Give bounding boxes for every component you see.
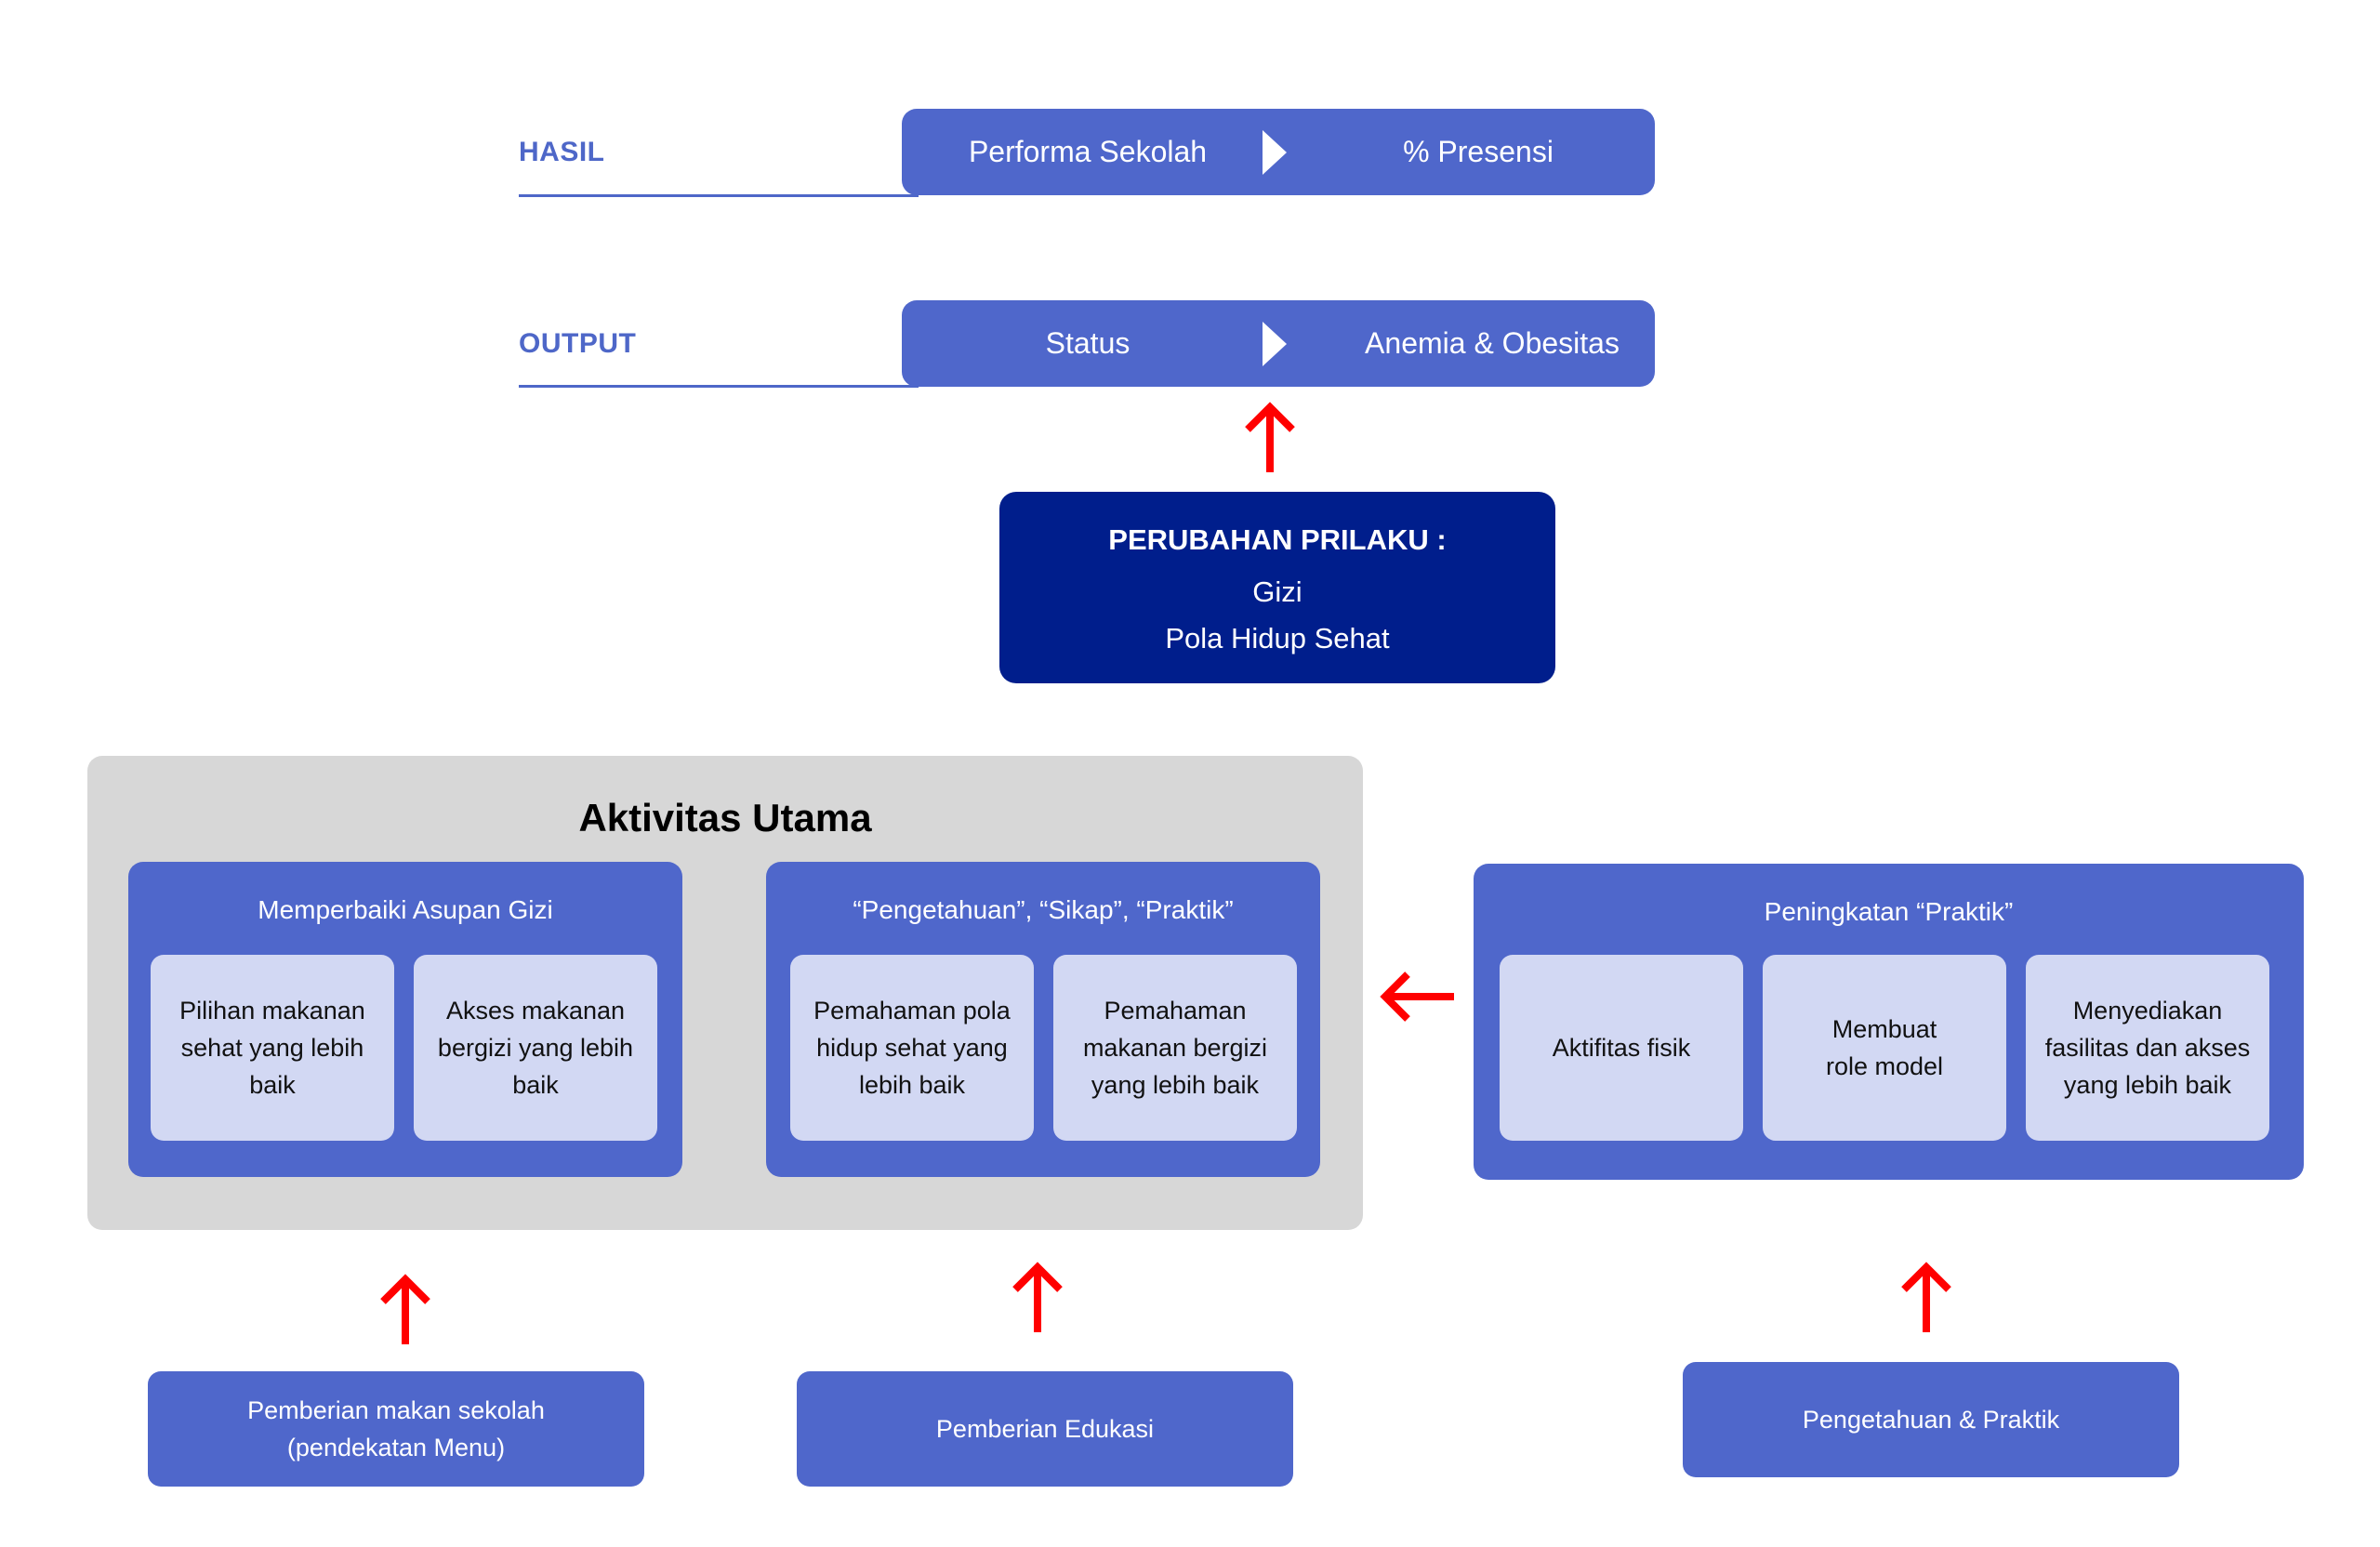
- card-healthy-lifestyle-understanding: Pemahaman pola hidup sehat yang lebih baik: [790, 955, 1034, 1141]
- card-nutritious-food-access: Akses makanan bergizi yang lebih baik: [414, 955, 657, 1141]
- card-text: lebih baik: [858, 1071, 966, 1099]
- chevron-right-icon: [1263, 130, 1287, 175]
- card-text: yang lebih baik: [1091, 1071, 1260, 1099]
- input-education: Pemberian Edukasi: [797, 1371, 1293, 1487]
- card-text: baik: [249, 1071, 296, 1099]
- hasil-underline: [519, 194, 919, 197]
- output-left-text: Status: [1045, 326, 1130, 360]
- card-text: Pemahaman: [1104, 997, 1247, 1025]
- chevron-right-icon: [1263, 322, 1287, 366]
- main-activities-title: Aktivitas Utama: [578, 796, 872, 840]
- input-text: Pemberian Edukasi: [935, 1415, 1155, 1443]
- group-knowledge-attitude-practice: “Pengetahuan”, “Sikap”, “Praktik” Pemaha…: [766, 862, 1320, 1177]
- card-text: Akses makanan: [445, 997, 626, 1025]
- card-text: Pilihan makanan: [179, 997, 365, 1025]
- group-title: Peningkatan “Praktik”: [1764, 897, 2014, 926]
- input-knowledge-practice: Pengetahuan & Praktik: [1683, 1362, 2179, 1477]
- hasil-left-text: Performa Sekolah: [968, 135, 1208, 168]
- input-text: Pengetahuan & Praktik: [1802, 1406, 2060, 1434]
- arrow-left-icon: [1380, 972, 1454, 1022]
- card-role-model: Membuat role model: [1763, 955, 2006, 1141]
- output-label: OUTPUT: [519, 328, 637, 359]
- card-text: fasilitas dan akses: [2044, 1034, 2251, 1062]
- card-text: baik: [512, 1071, 559, 1099]
- group-title: Memperbaiki Asupan Gizi: [258, 895, 553, 924]
- card-nutritious-food-understanding: Pemahaman makanan bergizi yang lebih baik: [1053, 955, 1297, 1141]
- card-text: yang lebih baik: [2063, 1071, 2232, 1099]
- card-text: hidup sehat yang: [816, 1034, 1008, 1062]
- output-right-text: Anemia & Obesitas: [1365, 326, 1620, 360]
- behavior-title: PERUBAHAN PRILAKU :: [1108, 523, 1447, 556]
- input-text: (pendekatan Menu): [286, 1434, 506, 1461]
- behavior-line-nutrition: Gizi: [1252, 575, 1302, 608]
- behavior-change-box: PERUBAHAN PRILAKU : Gizi Pola Hidup Seha…: [999, 492, 1555, 683]
- hasil-label: HASIL: [519, 137, 605, 167]
- output-bar: Status Anemia & Obesitas: [902, 300, 1655, 387]
- card-facilities-access: Menyediakan fasilitas dan akses yang lebih…: [2026, 955, 2269, 1141]
- card-healthy-food-choice: Pilihan makanan sehat yang lebih baik: [151, 955, 394, 1141]
- hasil-right-text: % Presensi: [1403, 135, 1554, 168]
- input-school-feeding: Pemberian makan sekolah (pendekatan Menu): [148, 1371, 644, 1487]
- card-text: sehat yang lebih: [180, 1034, 364, 1062]
- card-text: Membuat: [1831, 1015, 1937, 1043]
- group-practice-improvement: Peningkatan “Praktik” Aktifitas fisik Me…: [1474, 864, 2304, 1180]
- arrow-up-icon: [1901, 1262, 1951, 1332]
- group-nutrition-intake: Memperbaiki Asupan Gizi Pilihan makanan s…: [128, 862, 682, 1177]
- card-text: role model: [1825, 1052, 1944, 1080]
- card-text: Pemahaman pola: [813, 997, 1011, 1025]
- behavior-line-lifestyle: Pola Hidup Sehat: [1165, 622, 1390, 654]
- card-text: bergizi yang lebih: [437, 1034, 634, 1062]
- arrow-up-icon: [380, 1274, 430, 1344]
- arrow-up-icon: [1012, 1262, 1063, 1332]
- hasil-bar: Performa Sekolah % Presensi: [902, 109, 1655, 195]
- group-title: “Pengetahuan”, “Sikap”, “Praktik”: [853, 895, 1234, 924]
- card-text: Menyediakan: [2072, 997, 2223, 1025]
- input-text: Pemberian makan sekolah: [247, 1396, 545, 1424]
- card-text: makanan bergizi: [1082, 1034, 1268, 1062]
- card-physical-activity: Aktifitas fisik: [1500, 955, 1743, 1141]
- card-text: Aktifitas fisik: [1552, 1034, 1691, 1062]
- arrow-up-icon: [1245, 402, 1295, 472]
- output-underline: [519, 385, 919, 388]
